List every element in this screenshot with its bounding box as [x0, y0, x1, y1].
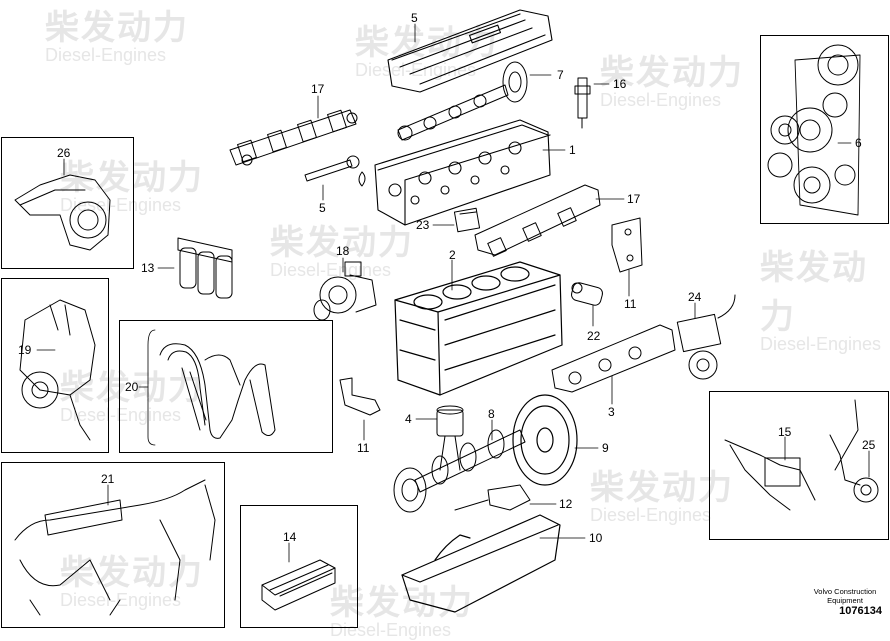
- callout-17b: 17: [627, 192, 641, 206]
- callout-19: 19: [18, 343, 32, 357]
- caption-line-2: Equipment: [827, 596, 863, 605]
- callout-12: 12: [559, 497, 573, 511]
- callout-25: 25: [862, 438, 876, 452]
- part-intake-manifold: [551, 324, 676, 393]
- part-timing-gears: [767, 44, 861, 216]
- part-starter: [571, 282, 603, 306]
- callout-5: 5: [411, 11, 418, 25]
- callout-7: 7: [557, 68, 564, 82]
- callout-26: 26: [57, 146, 71, 160]
- callout-8: 8: [488, 407, 495, 421]
- callout-10: 10: [589, 531, 603, 545]
- caption-line-1: Volvo Construction: [813, 587, 877, 596]
- part-pushrod: [304, 155, 366, 187]
- callout-24: 24: [688, 290, 702, 304]
- inset-box-14: [240, 505, 358, 628]
- callout-1: 1: [569, 143, 576, 157]
- part-rocker-shaft: [229, 109, 358, 166]
- callout-15: 15: [778, 425, 792, 439]
- callout-5b: 5: [319, 201, 326, 215]
- part-belts: [159, 343, 276, 439]
- part-cylinder-block: [394, 261, 563, 396]
- callout-18: 18: [336, 244, 350, 258]
- part-15-25-hoses: [724, 399, 879, 511]
- part-piston: [436, 405, 464, 471]
- inset-box-21: [1, 462, 225, 628]
- callout-2: 2: [449, 248, 456, 262]
- callout-16: 16: [613, 77, 627, 91]
- part-cylinder-head: [374, 119, 551, 226]
- part-oil-pan: [401, 514, 561, 613]
- part-11b-pipe: [339, 377, 381, 416]
- inset-box-20: [119, 320, 333, 453]
- part-filters: [177, 237, 233, 299]
- part-24: [676, 294, 736, 380]
- part-23: [453, 207, 481, 233]
- part-flywheel: [512, 394, 578, 486]
- part-wiring-harness: [14, 479, 216, 616]
- document-number: 1076134: [839, 605, 882, 617]
- callout-21: 21: [101, 472, 115, 486]
- leader-lines: [36, 23, 870, 563]
- part-camshaft: [397, 61, 528, 141]
- callout-3: 3: [608, 405, 615, 419]
- publisher-caption: Volvo Construction Equipment: [810, 587, 880, 605]
- callout-23: 23: [416, 218, 430, 232]
- part-valve-cover: [387, 9, 553, 93]
- part-11-bracket: [611, 217, 643, 273]
- callout-13: 13: [141, 261, 155, 275]
- callout-9: 9: [602, 441, 609, 455]
- inset-box-15-25: [709, 391, 889, 540]
- callout-4: 4: [405, 412, 412, 426]
- inset-box-19: [1, 278, 109, 453]
- part-oil-pump: [454, 484, 531, 511]
- part-exhaust-manifold: [474, 184, 601, 257]
- callout-14: 14: [283, 530, 297, 544]
- part-turbo: [313, 261, 377, 321]
- inset-box-6: [760, 35, 889, 224]
- callout-11: 11: [624, 297, 637, 311]
- callout-11b: 11: [357, 441, 370, 455]
- callout-22: 22: [587, 329, 601, 343]
- part-injector: [574, 77, 591, 129]
- part-26: [14, 174, 111, 251]
- part-cooler: [261, 559, 336, 611]
- part-crankshaft: [393, 429, 526, 513]
- callout-6: 6: [855, 136, 862, 150]
- callout-20: 20: [125, 380, 139, 394]
- callout-17: 17: [311, 82, 325, 96]
- inset-box-26: [1, 137, 134, 269]
- part-water-pump: [19, 299, 96, 441]
